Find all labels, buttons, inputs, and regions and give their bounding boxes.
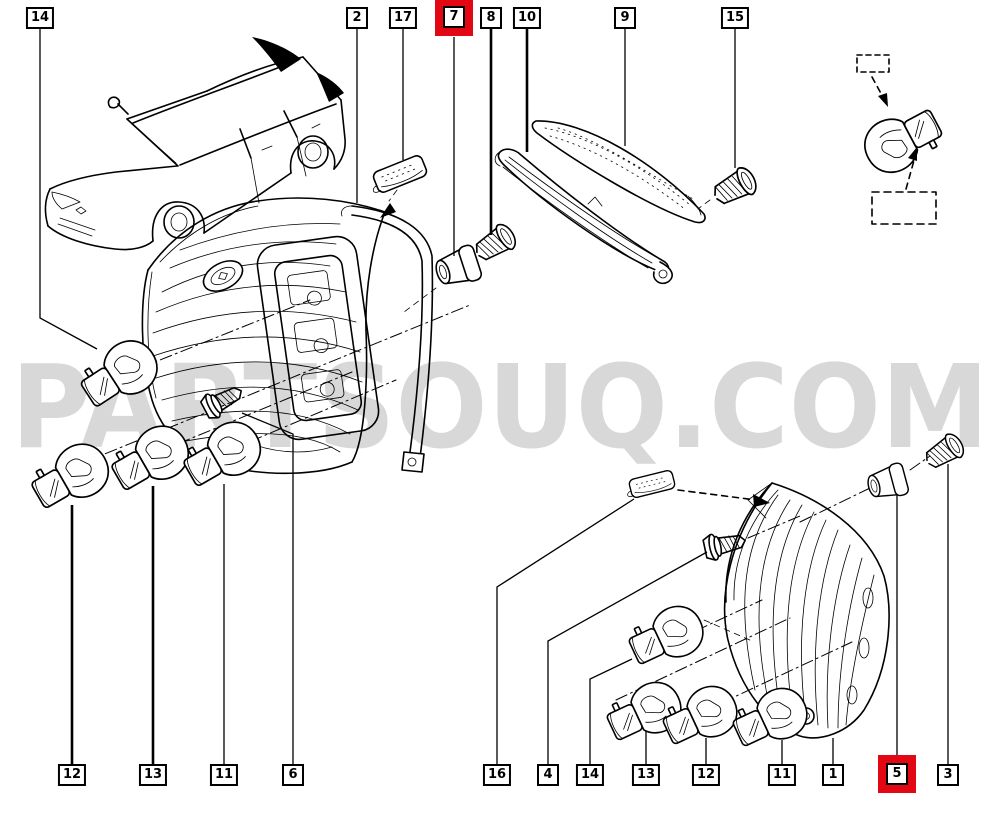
callout-1[interactable]: 1 [822,764,844,786]
trim-strip-10 [494,148,673,285]
callout-highlight-5: 5 [878,755,916,793]
callout-13b[interactable]: 13 [631,764,661,786]
callout-4[interactable]: 4 [537,764,559,786]
grommet-7 [430,242,484,292]
callout-14[interactable]: 14 [25,7,55,29]
direction-arrow-icon [252,37,301,72]
callout-10[interactable]: 10 [512,7,542,29]
pad-16-arrowhead [753,494,770,507]
callout-17[interactable]: 17 [388,7,418,29]
callout-14b[interactable]: 14 [575,764,605,786]
callout-9[interactable]: 9 [614,7,636,29]
leader-lines [39,27,949,764]
pad-17 [366,153,430,197]
bulb-holder-plate [256,235,380,441]
callout-11[interactable]: 11 [209,764,239,786]
screw-8 [469,219,521,267]
car-illustration [44,37,346,251]
pad-16-arrow-line [677,489,757,501]
pad-17-arrowhead [380,203,396,218]
bulb-orientation-detail [855,54,950,225]
callout-12b[interactable]: 12 [691,764,721,786]
callout-8[interactable]: 8 [480,7,502,29]
callout-7[interactable]: 7 [443,6,465,28]
callout-5[interactable]: 5 [886,763,908,785]
screw-15 [708,163,762,211]
brake-light-strip-9 [531,120,706,224]
tail-lamp-right-assembly [723,482,890,739]
gasket-strip [341,205,434,473]
callout-11b[interactable]: 11 [767,764,797,786]
pad-17-arrow-line [388,189,398,202]
callout-16[interactable]: 16 [482,764,512,786]
direction-arrow-icon [316,72,344,102]
callout-13[interactable]: 13 [138,764,168,786]
callout-15[interactable]: 15 [720,7,750,29]
bulb-14-right [622,597,712,676]
callout-2[interactable]: 2 [346,7,368,29]
callout-highlight-7: 7 [435,0,473,36]
dashed-box-large [871,191,937,225]
emblem-hole [202,260,244,292]
callout-3[interactable]: 3 [937,764,959,786]
callout-12[interactable]: 12 [57,764,87,786]
tail-lamp-left-assembly [141,197,434,475]
dashed-box-small [856,54,890,73]
bulb-11-right [726,679,816,758]
callout-6[interactable]: 6 [282,764,304,786]
